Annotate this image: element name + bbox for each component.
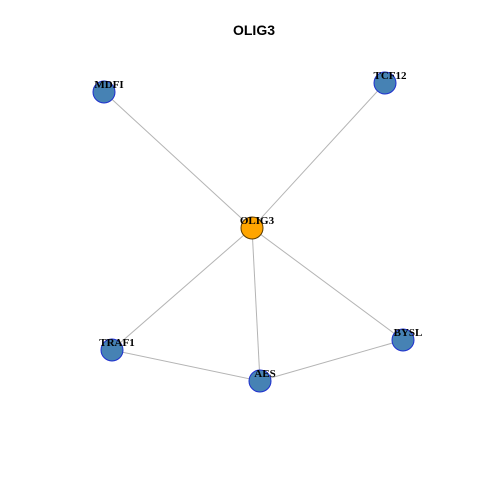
edge-traf1-aes — [111, 349, 261, 382]
node-circle-bysl — [391, 328, 415, 352]
node-circle-mdfi — [92, 80, 116, 104]
node-label-traf1: TRAF1 — [99, 337, 134, 349]
node-label-tcf12: TCF12 — [374, 70, 408, 82]
edge-aes-bysl — [259, 339, 404, 382]
edge-olig3-aes — [251, 227, 261, 382]
node-label-bysl: BYSL — [394, 327, 423, 339]
node-label-mdfi: MDFI — [94, 79, 123, 91]
node-circle-olig3 — [240, 216, 264, 240]
node-circle-traf1 — [100, 338, 124, 362]
node-mdfi: MDFI — [92, 79, 124, 104]
node-label-aes: AES — [254, 368, 275, 380]
edge-olig3-bysl — [251, 227, 404, 341]
node-olig3: OLIG3 — [240, 215, 275, 240]
node-tcf12: TCF12 — [373, 70, 408, 95]
edge-olig3-mdfi — [103, 91, 253, 229]
node-bysl: BYSL — [391, 327, 423, 352]
node-circle-tcf12 — [373, 71, 397, 95]
node-traf1: TRAF1 — [99, 337, 135, 362]
diagram-title: OLIG3 — [233, 22, 275, 38]
node-circle-aes — [248, 369, 272, 393]
node-label-olig3: OLIG3 — [240, 215, 275, 227]
edge-olig3-traf1 — [111, 227, 253, 351]
node-aes: AES — [248, 368, 276, 393]
edge-layer — [103, 82, 404, 382]
edge-olig3-tcf12 — [251, 82, 386, 229]
